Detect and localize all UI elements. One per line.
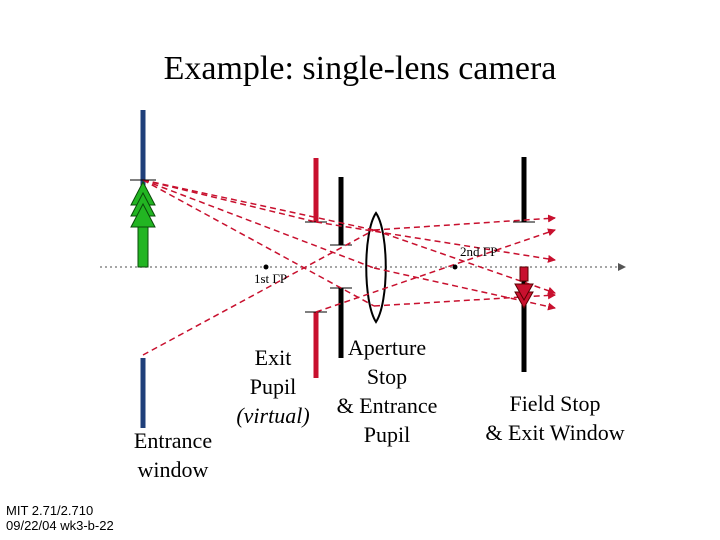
aperture-stop-line-4: Pupil	[363, 422, 411, 447]
ray-3	[142, 179, 375, 307]
aperture-stop-line-2: Stop	[366, 364, 408, 389]
ray-1	[142, 179, 375, 269]
ray-11	[142, 179, 317, 223]
diagram-title: Example: single-lens camera	[163, 50, 557, 87]
field-stop-label: Field Stop & Exit Window	[470, 389, 640, 447]
entrance-window-line-1: Entrance	[133, 428, 213, 453]
entrance-window-line-2: window	[137, 457, 209, 482]
object-arrow	[130, 180, 156, 268]
exit-pupil-line-2: Pupil	[249, 374, 297, 399]
footer-line-2: 09/22/04 wk3-b-22	[6, 518, 114, 533]
image-arrow	[514, 266, 534, 310]
footer: MIT 2.71/2.710 09/22/04 wk3-b-22	[6, 503, 114, 533]
first-gp-label: 1st ΓP	[254, 271, 287, 286]
aperture-stop-line-3: & Entrance	[336, 393, 438, 418]
first-principal-point	[263, 264, 269, 270]
ray-7	[142, 229, 375, 356]
exit-pupil-line-3: (virtual)	[236, 403, 310, 428]
field-stop-line-2: & Exit Window	[485, 420, 625, 445]
entrance-window-label: Entrance window	[118, 426, 228, 484]
footer-line-1: MIT 2.71/2.710	[6, 503, 94, 518]
ray-8	[373, 214, 556, 231]
ray-bundle	[142, 179, 556, 356]
exit-pupil-label: Exit Pupil (virtual)	[228, 343, 318, 430]
ray-9	[315, 221, 556, 263]
second-principal-point	[452, 264, 458, 270]
ray-5	[373, 229, 556, 295]
lens	[365, 211, 387, 324]
ray-10	[315, 228, 556, 313]
aperture-stop-label: Aperture Stop & Entrance Pupil	[322, 333, 452, 449]
field-stop-line-1: Field Stop	[509, 391, 601, 416]
aperture-stop-line-1: Aperture	[347, 335, 427, 360]
exit-pupil-line-1: Exit	[254, 345, 292, 370]
second-gp-label: 2nd ΓP	[460, 244, 498, 259]
